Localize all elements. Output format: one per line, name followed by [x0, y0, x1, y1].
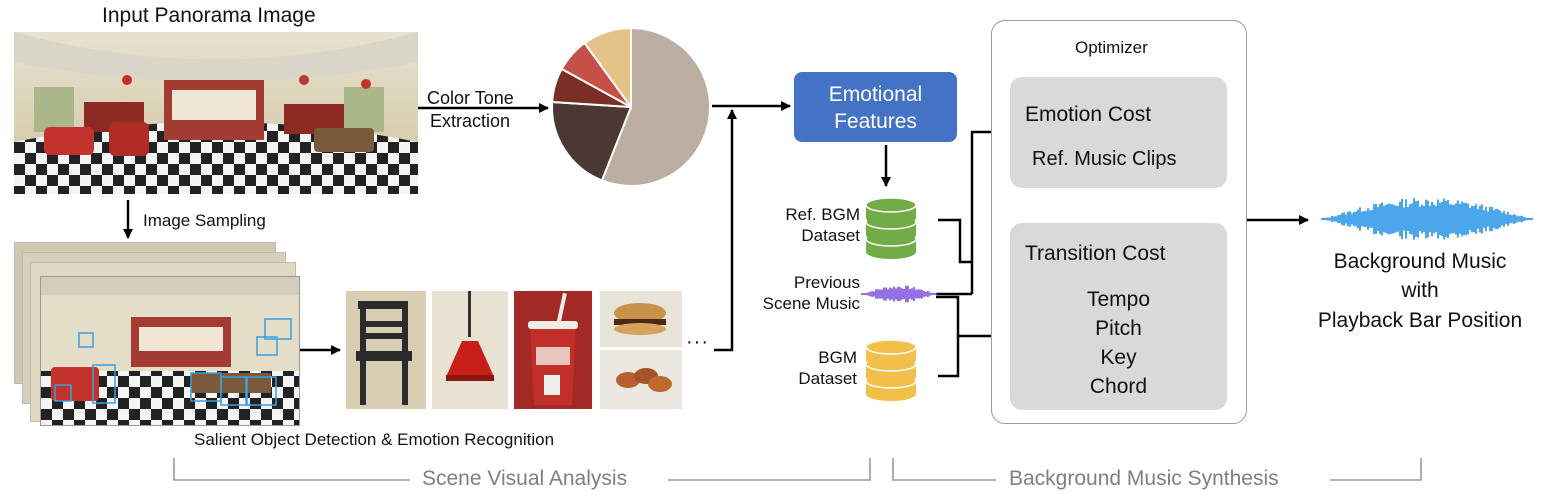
- bgm-dataset-line-1: BGM: [818, 348, 857, 367]
- salient-detection-label: Salient Object Detection & Emotion Recog…: [194, 430, 555, 449]
- emotional-features-line-1: Emotional: [828, 83, 923, 106]
- transition-cost-title: Transition Cost: [1025, 242, 1166, 265]
- connector-previous-2: [936, 295, 960, 378]
- optimizer-title: Optimizer: [1075, 38, 1148, 57]
- section-bracket-left-b: [668, 458, 871, 481]
- transition-item-pitch: Pitch: [1095, 316, 1142, 340]
- pie-slice-4: [583, 26, 632, 111]
- transition-item-chord: Chord: [1089, 374, 1148, 398]
- color-tone-pie: [551, 26, 711, 187]
- transition-item-key: Key: [1100, 345, 1137, 369]
- arrow-objects-up: [714, 109, 737, 352]
- more-objects-ellipsis: ···: [686, 331, 709, 353]
- emotional-features-line-2: Features: [834, 110, 917, 134]
- color-tone-label-2: Extraction: [430, 111, 511, 131]
- output-line-1: Background Music: [1333, 250, 1507, 273]
- image-sampling-label: Image Sampling: [143, 211, 266, 230]
- object-thumb-lamp: [432, 291, 508, 409]
- section-bracket-right-a: [892, 458, 996, 481]
- bgm-database-icon: [865, 339, 917, 401]
- emotional-features-box: Emotional Features: [794, 72, 957, 142]
- panorama-image: [14, 32, 418, 194]
- section-bracket-left-a: [173, 458, 410, 481]
- transition-item-tempo: Tempo: [1086, 288, 1151, 311]
- bgm-dataset-line-2: Dataset: [798, 368, 857, 388]
- pie-slice-1: [551, 100, 633, 182]
- object-thumb-wings: [600, 350, 682, 409]
- object-thumb-cup: [514, 291, 592, 409]
- ref-bgm-dataset-line-2: Dataset: [801, 225, 860, 245]
- object-thumb-chair: [346, 291, 426, 409]
- color-tone-label-1: Color Tone: [427, 88, 514, 108]
- database-tier-top: [865, 339, 917, 355]
- output-line-3: Playback Bar Position: [1317, 308, 1523, 332]
- ref-bgm-dataset-label: Ref. BGM Dataset: [740, 205, 860, 246]
- emotion-cost-item: Ref. Music Clips: [1032, 148, 1177, 170]
- previous-music-waveform-icon: [861, 285, 937, 303]
- database-tier-top: [865, 197, 917, 213]
- previous-scene-music-line-2: Scene Music: [762, 293, 860, 313]
- section-label-scene-visual-analysis: Scene Visual Analysis: [422, 467, 628, 490]
- ref-bgm-dataset-line-1: Ref. BGM: [785, 205, 860, 224]
- object-thumb-burger: [600, 291, 682, 347]
- emotion-cost-title: Emotion Cost: [1025, 103, 1152, 126]
- transition-cost-items: Tempo Pitch Key Chord: [1010, 286, 1227, 402]
- pie-slice-0: [600, 26, 711, 187]
- previous-scene-music-label: Previous Scene Music: [730, 273, 860, 314]
- emotion-cost-box: [1010, 77, 1227, 188]
- section-label-background-music-synthesis: Background Music Synthesis: [1009, 467, 1279, 490]
- bgm-dataset-label: BGM Dataset: [740, 348, 857, 389]
- transition-cost-box: [1010, 223, 1227, 410]
- sampled-frame-front: [40, 276, 300, 426]
- output-line-2: with: [1401, 279, 1439, 303]
- connector-ref-bgm: [938, 218, 972, 264]
- output-label: Background Music with Playback Bar Posit…: [1300, 247, 1540, 335]
- section-bracket-right-b: [1330, 458, 1422, 481]
- panorama-title: Input Panorama Image: [102, 4, 316, 27]
- ref-bgm-database-icon: [865, 197, 917, 259]
- previous-scene-music-line-1: Previous: [793, 273, 860, 292]
- output-music-waveform-icon: [1321, 198, 1533, 240]
